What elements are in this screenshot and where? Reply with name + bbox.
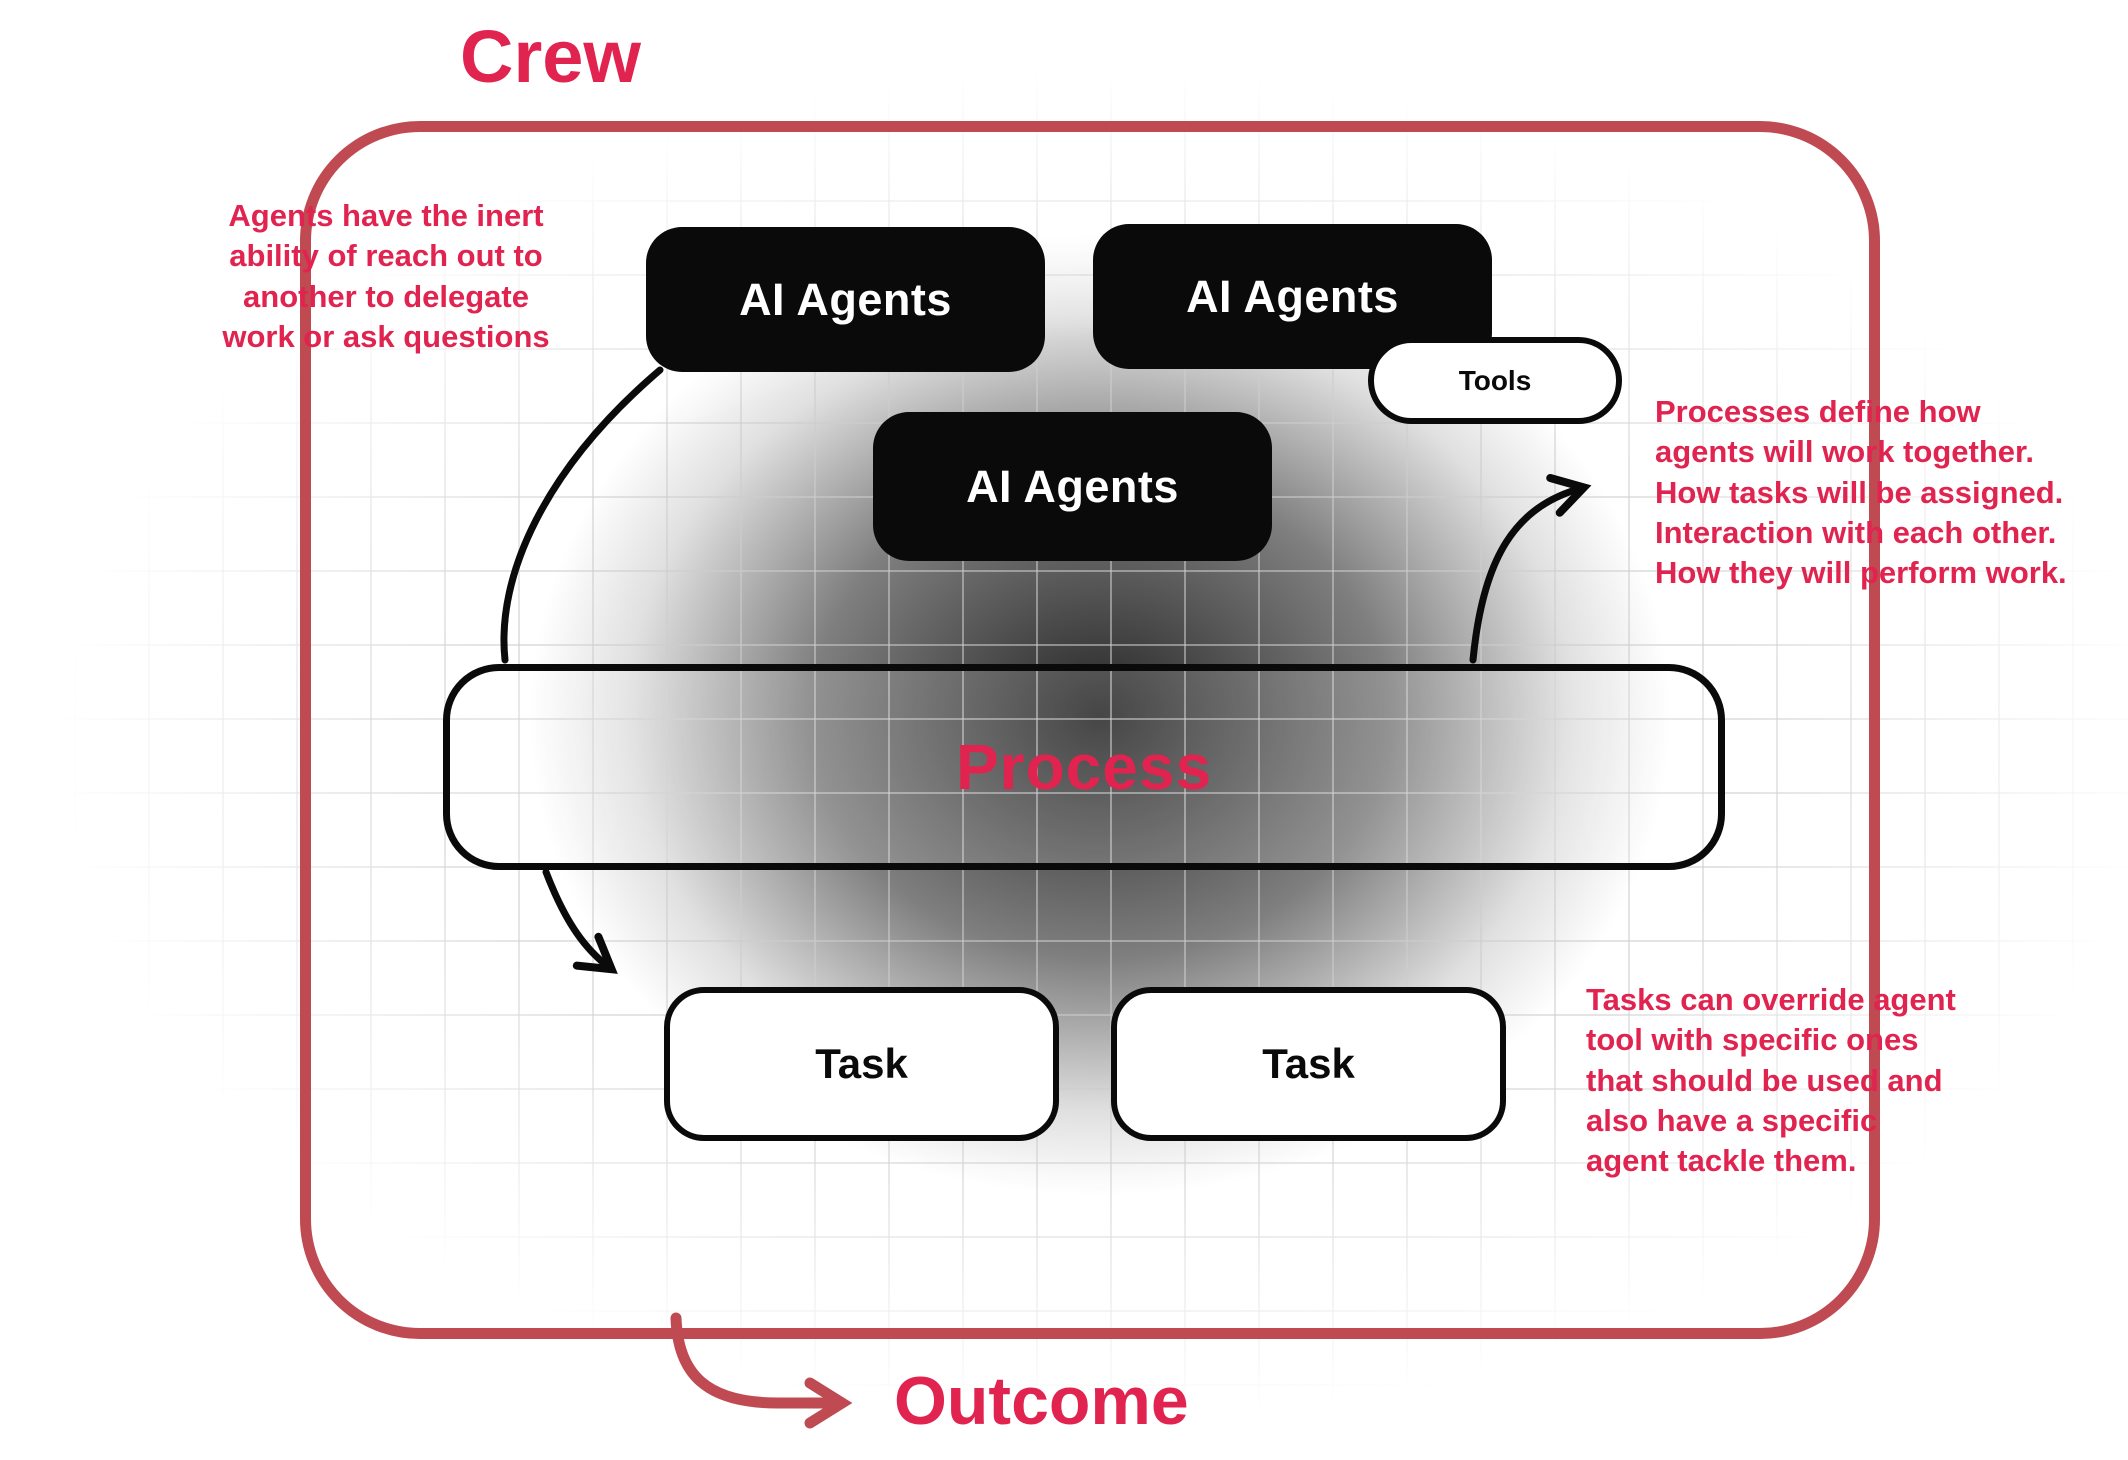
process-node-label: Process <box>955 731 1213 803</box>
crew-boundary-box <box>300 121 1880 1339</box>
tools-node: Tools <box>1368 337 1622 424</box>
annotation-agents-delegate: Agents have the inert ability of reach o… <box>222 198 550 354</box>
ai-agents-node-2-label: AI Agents <box>1186 270 1399 322</box>
outcome-label: Outcome <box>894 1363 1189 1439</box>
ai-agents-node-3-label: AI Agents <box>966 460 1179 512</box>
crew-title: Crew <box>460 15 641 98</box>
task-node-1: Task <box>664 987 1059 1141</box>
task-node-2-label: Task <box>1262 1040 1355 1087</box>
ai-agents-node-1-label: AI Agents <box>739 273 952 325</box>
task-node-2: Task <box>1111 987 1506 1141</box>
annotation-processes-define: Processes define how agents will work to… <box>1655 394 2067 591</box>
ai-agents-node-3: AI Agents <box>873 412 1272 561</box>
ai-agents-node-1: AI Agents <box>646 227 1045 372</box>
task-node-1-label: Task <box>815 1040 908 1087</box>
process-node: Process <box>443 664 1725 870</box>
tools-node-label: Tools <box>1458 364 1532 396</box>
annotation-tasks-override: Tasks can override agent tool with speci… <box>1586 982 1956 1179</box>
